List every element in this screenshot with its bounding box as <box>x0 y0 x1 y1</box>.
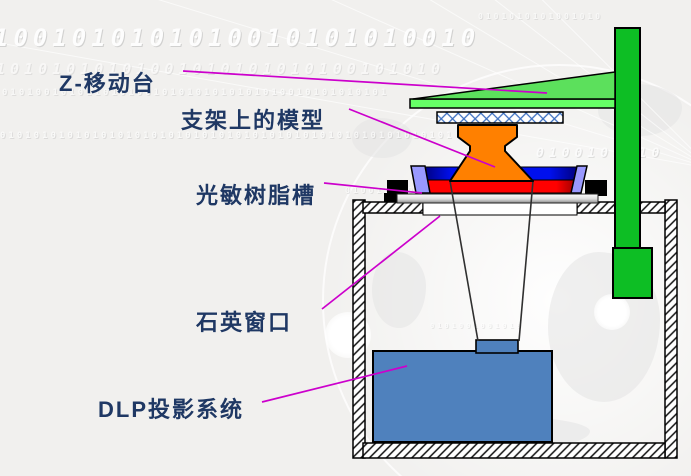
leader-dlp-system <box>261 365 408 403</box>
chamber-wall-left <box>352 199 366 459</box>
projector-lens <box>475 339 519 354</box>
vat-wall-left <box>410 165 431 194</box>
binary-row: 10101010101001010101010100101010 <box>0 60 445 78</box>
chamber-floor <box>362 442 666 459</box>
highlight-spot <box>594 294 630 330</box>
support-plate <box>436 111 564 124</box>
leader-resin-vat <box>323 182 423 194</box>
label-quartz-window: 石英窗口 <box>196 310 293 335</box>
leader-model <box>348 108 496 168</box>
binary-row: 0101001010110101001010101010101010010101… <box>2 88 390 98</box>
quartz-window-plate <box>396 193 599 204</box>
binary-row: 0101010101010101010101010101010101010101… <box>0 131 455 141</box>
z-stage-carriage <box>612 247 653 299</box>
label-model-on-support: 支架上的模型 <box>181 108 326 133</box>
vat-clamp-left <box>387 180 408 195</box>
dlp-projector-body <box>372 350 553 443</box>
window-opening <box>422 201 578 216</box>
leader-z-stage <box>182 70 548 94</box>
label-resin-vat: 光敏树脂槽 <box>196 183 317 208</box>
platform-arm-bar <box>409 98 616 109</box>
chamber-wall-right <box>664 199 678 459</box>
projection-cone-left <box>449 180 479 342</box>
platform-arm-wedge <box>412 71 616 100</box>
chamber-top-left <box>362 201 424 214</box>
binary-row: 0101010101001010 <box>478 12 604 21</box>
label-z-stage: Z-移动台 <box>59 71 156 96</box>
vat-clamp-left-foot <box>384 193 400 202</box>
leader-quartz-window <box>321 215 441 310</box>
label-dlp-system: DLP投影系统 <box>98 397 245 422</box>
map-continent-shape <box>372 252 426 328</box>
map-continent-shape <box>352 118 412 158</box>
binary-row: 1001010101010010101010010 <box>0 24 481 52</box>
printed-model <box>449 124 534 182</box>
projection-cone-right <box>518 180 534 342</box>
z-stage-column <box>614 27 641 251</box>
vat-wall-right <box>570 165 588 194</box>
vat-clamp-right <box>585 180 607 196</box>
